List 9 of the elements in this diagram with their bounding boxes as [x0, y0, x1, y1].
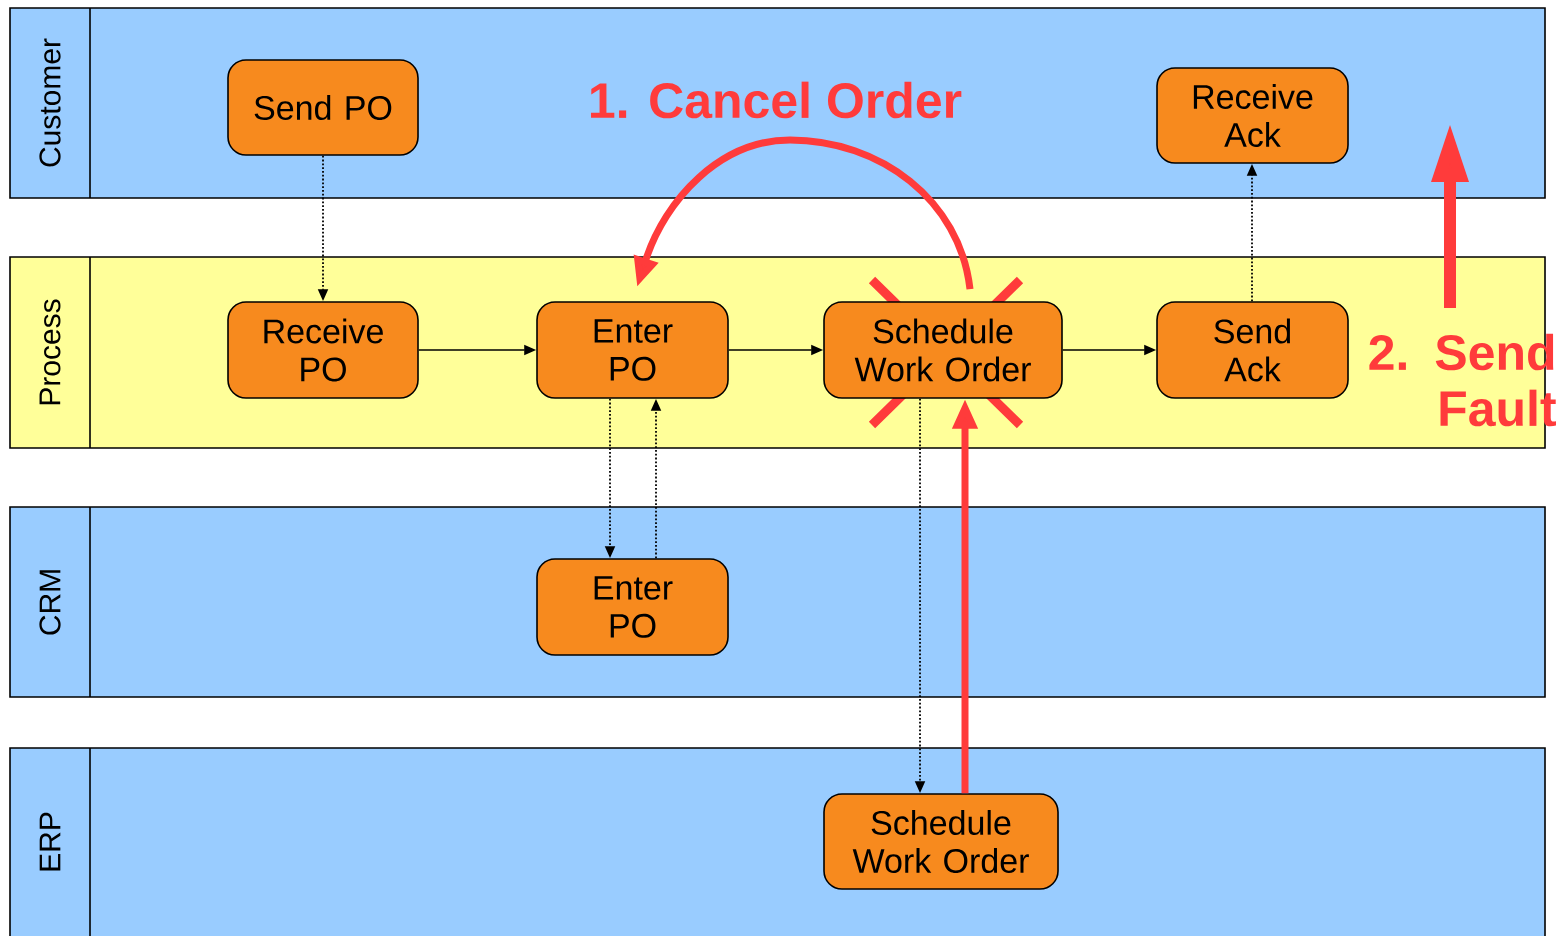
- process-box: Receive Ack: [1156, 67, 1349, 164]
- process-box: Enter PO: [536, 558, 729, 656]
- process-box: Schedule Work Order: [823, 301, 1063, 399]
- process-box: Receive PO: [227, 301, 419, 399]
- process-box: Send PO: [227, 59, 419, 156]
- process-box: Schedule Work Order: [823, 793, 1059, 890]
- process-box: Enter PO: [536, 301, 729, 399]
- process-box: Send Ack: [1156, 301, 1349, 399]
- annotation-text: 1. Cancel Order: [591, 81, 962, 119]
